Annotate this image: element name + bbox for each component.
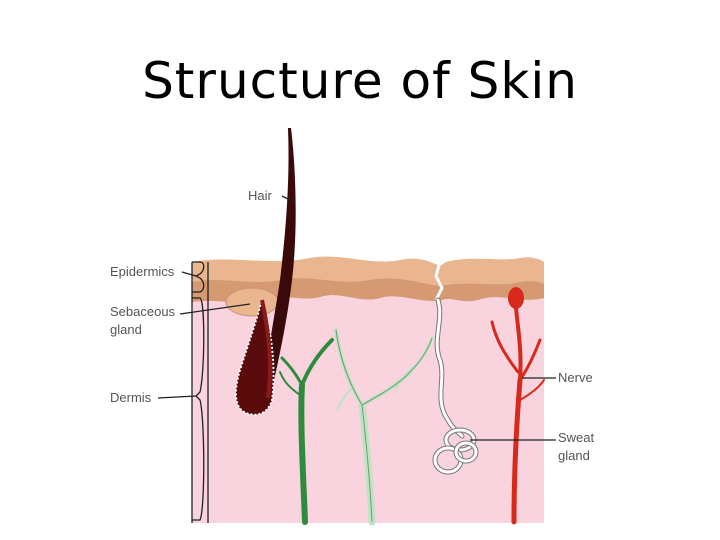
nerve-label: Nerve xyxy=(558,370,593,385)
sweat-label-line1: Sweat xyxy=(558,430,595,445)
sweat-label-line2: gland xyxy=(558,448,590,463)
sweat-gland xyxy=(432,297,479,475)
sebaceous-label-line1: Sebaceous xyxy=(110,304,176,319)
hair-label: Hair xyxy=(248,188,273,203)
hair-follicle xyxy=(234,296,275,416)
nerve xyxy=(490,306,545,525)
sebaceous-gland xyxy=(225,287,279,317)
hair-leader xyxy=(281,195,295,203)
epidermis-leader xyxy=(181,271,197,277)
sebaceous-leader xyxy=(179,303,251,315)
page-title: Structure of Skin xyxy=(142,52,578,110)
sebaceous-label-line2: gland xyxy=(110,322,142,337)
dermis-leader xyxy=(157,395,197,399)
epidermis-label: Epidermics xyxy=(110,264,175,279)
blood-vessel-green xyxy=(279,338,334,525)
nerve-ending xyxy=(508,287,524,309)
dermis-label: Dermis xyxy=(110,390,152,405)
